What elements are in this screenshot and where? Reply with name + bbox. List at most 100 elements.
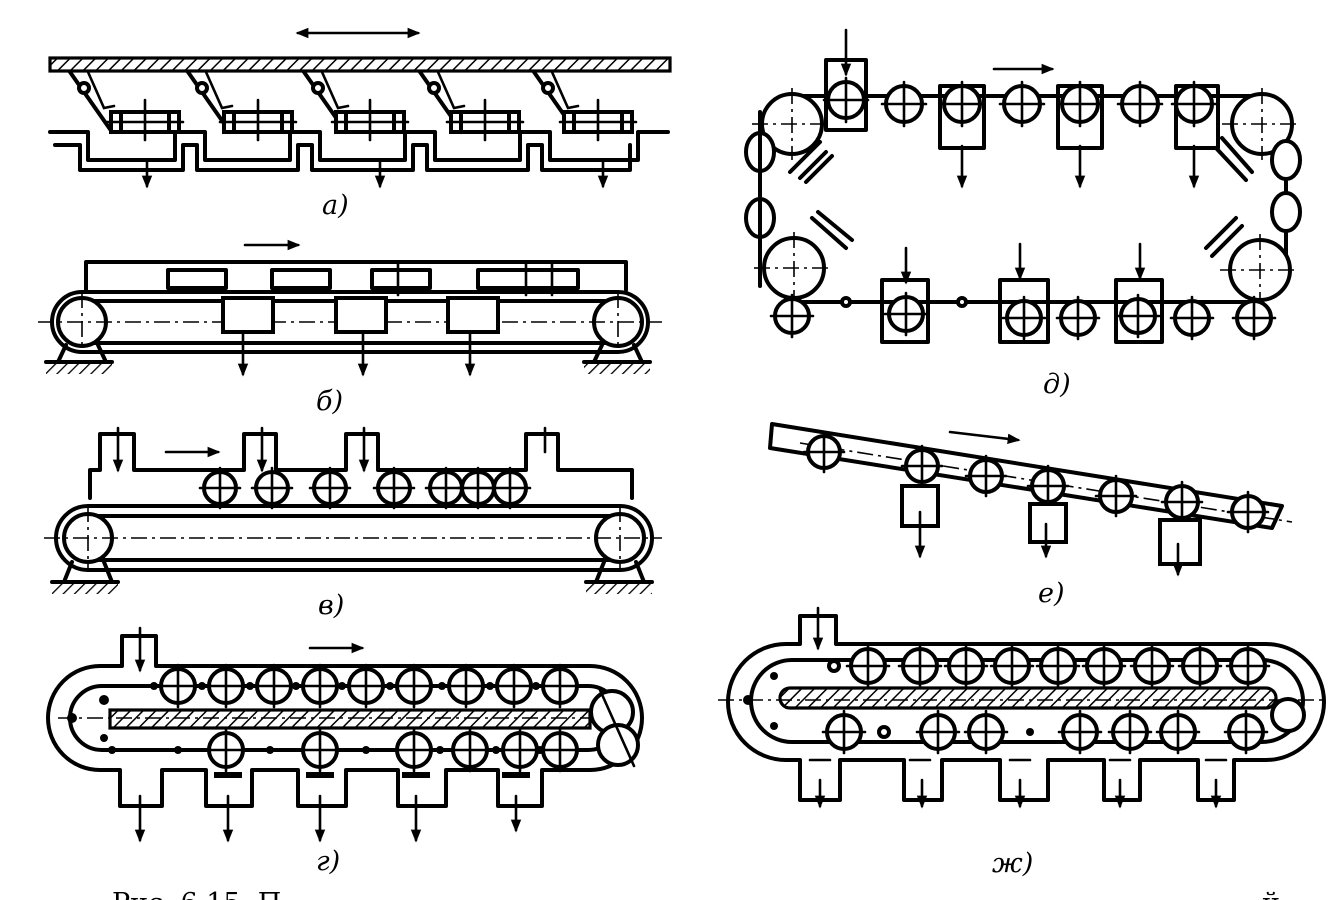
scheme-d-parts: [769, 28, 1277, 344]
chain-link: [386, 682, 394, 690]
workpiece: [1056, 80, 1104, 128]
label-scheme-g: г): [316, 846, 340, 877]
chain-link: [877, 725, 891, 739]
workpiece: [491, 663, 537, 709]
chain-link: [536, 746, 544, 754]
label-scheme-e: е): [1038, 578, 1065, 609]
scheme-zh-closed-track-conveyor: ж): [718, 606, 1326, 879]
workpiece: [203, 663, 249, 709]
scheme-g-closed-chain-conveyor: г): [46, 626, 644, 877]
workpiece: [1170, 80, 1218, 128]
workpiece: [391, 663, 437, 709]
chain-link: [292, 682, 300, 690]
workpiece: [1115, 293, 1161, 339]
scheme-e-inclined-chute: е): [768, 422, 1293, 609]
label-scheme-v: в): [318, 590, 344, 621]
workpiece: [343, 663, 389, 709]
workpiece: [964, 454, 1008, 498]
workpiece: [155, 663, 201, 709]
workpiece: [198, 466, 242, 510]
workpiece: [989, 643, 1035, 689]
scheme-b-belt-with-carriers: б): [38, 239, 662, 417]
chain-link: [100, 734, 108, 742]
chain-link: [532, 682, 540, 690]
scheme-a-reciprocating-feed: а): [48, 27, 672, 221]
workpiece: [915, 709, 961, 755]
part-in-nest: [105, 98, 185, 142]
pawl-pivot: [77, 81, 91, 95]
chain-link: [266, 746, 274, 754]
workpiece: [1129, 643, 1175, 689]
workpiece: [1225, 643, 1271, 689]
workpiece: [203, 727, 249, 773]
workpiece: [1035, 643, 1081, 689]
chain-link: [99, 695, 109, 705]
scheme-a-pawls-and-parts: [68, 70, 638, 142]
workpiece: [297, 663, 343, 709]
workpiece: [497, 727, 543, 773]
caption-tail-fragment: й: [1262, 888, 1280, 900]
chain-link: [827, 659, 841, 673]
scheme-e-parts: [802, 430, 1270, 534]
workpiece: [537, 663, 583, 709]
chain-link: [770, 672, 778, 680]
workpiece: [998, 80, 1046, 128]
workpiece: [1223, 709, 1269, 755]
workpiece: [938, 80, 986, 128]
workpiece: [1001, 295, 1047, 341]
workpiece: [1169, 295, 1215, 341]
chain-link: [770, 722, 778, 730]
pawl-spring: [204, 70, 234, 110]
chain-link: [338, 682, 346, 690]
pawl-pivot: [541, 81, 555, 95]
pawl-pivot: [311, 81, 325, 95]
chain-link: [362, 746, 370, 754]
workpiece: [1107, 709, 1153, 755]
workpiece: [1094, 474, 1138, 518]
chain-link: [956, 296, 968, 308]
workpiece: [391, 727, 437, 773]
workpiece: [769, 293, 815, 339]
part-in-nest: [558, 98, 638, 142]
caption-fragment: Рис. 6.15. П: [112, 888, 281, 900]
chain-link: [67, 713, 77, 723]
chain-link: [174, 746, 182, 754]
scheme-g-parts: [67, 663, 583, 778]
workpiece: [845, 643, 891, 689]
pawl-lever: [68, 70, 114, 134]
workpiece: [1160, 480, 1204, 524]
pawl-spring: [320, 70, 350, 110]
workpiece: [537, 727, 583, 773]
chain-link: [150, 682, 158, 690]
workpiece: [822, 76, 870, 124]
workpiece: [821, 709, 867, 755]
scheme-v-parts: [198, 466, 532, 510]
workpiece: [297, 727, 343, 773]
chain-link: [743, 695, 753, 705]
workpiece: [1226, 490, 1270, 534]
workpiece: [250, 466, 294, 510]
load-box: [1174, 84, 1220, 150]
pawl-spring: [550, 70, 580, 110]
chain-link: [198, 682, 206, 690]
workpiece: [443, 663, 489, 709]
pawl-pivot: [427, 81, 441, 95]
workpiece: [1116, 80, 1164, 128]
workpiece: [1177, 643, 1223, 689]
scheme-d-rectangular-rotor-conveyor: д): [744, 28, 1302, 400]
label-scheme-zh: ж): [992, 848, 1033, 879]
pawl-spring: [436, 70, 466, 110]
chain-link: [108, 746, 116, 754]
workpiece: [1055, 295, 1101, 341]
pawl-pivot: [195, 81, 209, 95]
carrier-pad: [306, 772, 334, 778]
chain-link: [1026, 728, 1034, 736]
workpiece: [447, 727, 493, 773]
chain-link: [492, 746, 500, 754]
workpiece: [880, 80, 928, 128]
workpiece: [1026, 464, 1070, 508]
part-in-nest: [330, 98, 410, 142]
carrier-pad: [502, 772, 530, 778]
workpiece: [488, 466, 532, 510]
chain-link: [436, 746, 444, 754]
